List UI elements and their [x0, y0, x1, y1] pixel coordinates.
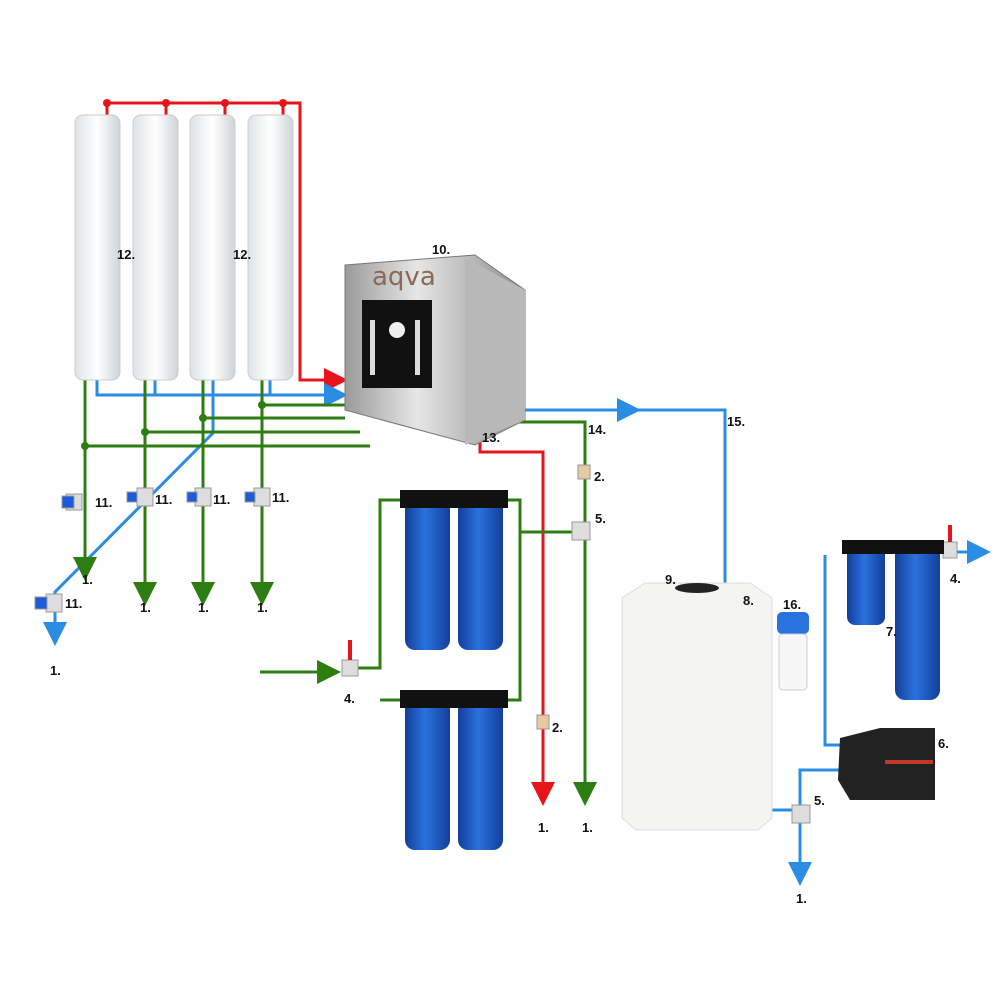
label-outlet: 1. — [198, 600, 209, 615]
permeate-lines — [43, 378, 991, 886]
booster-pump — [838, 728, 935, 800]
label-tank: 9. — [665, 572, 676, 587]
storage-tank — [621, 582, 773, 831]
label-outlet: 1. — [50, 663, 61, 678]
label-membrane: 12. — [233, 247, 252, 262]
label-filters: 7. — [886, 624, 897, 639]
label-valve: 11. — [65, 596, 83, 611]
post-filter — [777, 612, 809, 691]
label-outlet: 1. — [257, 600, 268, 615]
label-valve: 5. — [595, 511, 606, 526]
ro-unit — [344, 254, 526, 446]
valves — [34, 464, 958, 824]
label-tank-port: 8. — [743, 593, 754, 608]
label-valve: 11. — [272, 490, 290, 505]
label-outlet: 1. — [796, 891, 807, 906]
label-ro-unit: 10. — [432, 242, 451, 257]
ro-membranes — [74, 114, 294, 381]
cartridge-filters — [400, 490, 944, 850]
label-valve: 4. — [344, 691, 355, 706]
label-outlet: 1. — [582, 820, 593, 835]
label-flow-meter: 2. — [594, 469, 605, 484]
label-outlet: 1. — [140, 600, 151, 615]
brand-logo: aqva — [372, 262, 436, 292]
label-flow-meter: 2. — [552, 720, 563, 735]
concentrate-lines — [73, 380, 597, 806]
label-outlet: 1. — [82, 572, 93, 587]
label-membrane: 12. — [117, 247, 136, 262]
label-outlet: 1. — [538, 820, 549, 835]
label-port: 14. — [588, 422, 607, 437]
label-line: 15. — [727, 414, 746, 429]
label-valve: 11. — [95, 495, 113, 510]
label-post-filter: 16. — [783, 597, 802, 612]
label-valve: 4. — [950, 571, 961, 586]
label-valve: 11. — [155, 492, 173, 507]
label-valve: 11. — [213, 492, 231, 507]
label-pump: 6. — [938, 736, 949, 751]
label-valve: 5. — [814, 793, 825, 808]
label-port: 13. — [482, 430, 501, 445]
